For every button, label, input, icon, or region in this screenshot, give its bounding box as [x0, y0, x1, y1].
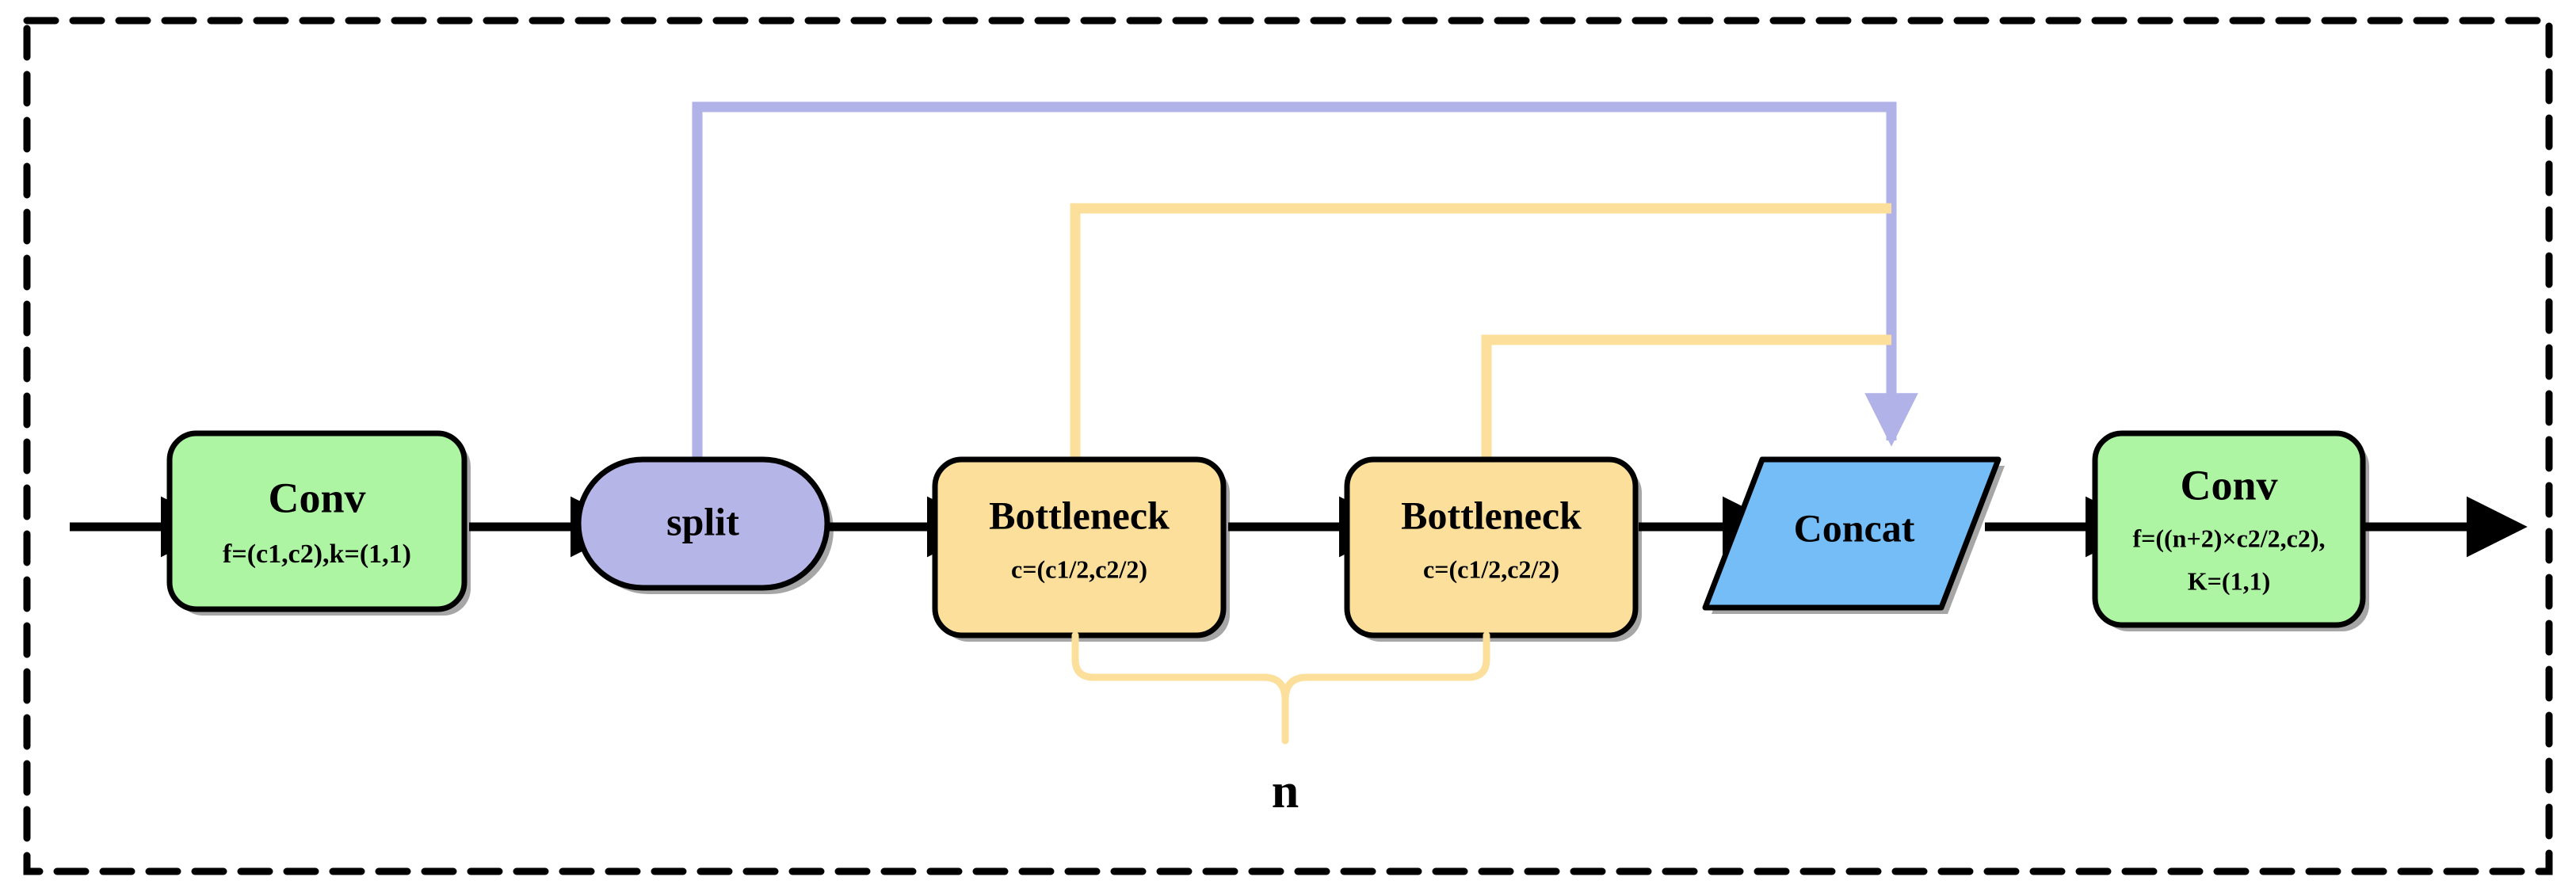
node-concat[interactable]: Concat [1702, 456, 2005, 614]
conv-out-params-line2: K=(1,1) [2188, 566, 2270, 595]
conv-out-params-line1: f=((n+2)×c2/2,c2), [2132, 524, 2325, 552]
split-title: split [666, 499, 739, 543]
skip-connection-bottleneck1-to-concat [1070, 203, 1891, 459]
skip-connection-bottleneck2-to-concat [1481, 334, 1891, 459]
conv-out-box [2092, 430, 2366, 628]
bottleneck-2-params: c=(c1/2,c2/2) [1423, 555, 1559, 583]
skip-connection-split-to-concat [692, 101, 1918, 466]
module-boundary [23, 17, 2553, 875]
bottleneck-1-title: Bottleneck [989, 493, 1170, 537]
conv-in-box [166, 430, 467, 612]
split-pill [575, 456, 830, 591]
repeat-count-label: n [1272, 764, 1299, 818]
conv-in-params: f=(c1,c2),k=(1,1) [223, 539, 411, 569]
repeat-brace [1071, 631, 1490, 704]
bottleneck-1-params: c=(c1/2,c2/2) [1011, 555, 1147, 583]
bottleneck-2-box [1344, 456, 1639, 639]
node-split[interactable]: split [575, 456, 834, 594]
bottleneck-2-title: Bottleneck [1401, 493, 1582, 537]
node-bottleneck-1[interactable]: Bottleneck c=(c1/2,c2/2) [932, 456, 1230, 642]
concat-title: Concat [1794, 505, 1915, 550]
conv-in-title: Conv [268, 474, 365, 521]
concat-parallelogram [1702, 456, 2002, 611]
node-bottleneck-2[interactable]: Bottleneck c=(c1/2,c2/2) [1344, 456, 1642, 642]
node-conv-out[interactable]: Conv f=((n+2)×c2/2,c2), K=(1,1) [2092, 430, 2369, 631]
conv-out-title: Conv [2180, 461, 2277, 509]
node-conv-in[interactable]: Conv f=(c1,c2),k=(1,1) [166, 430, 471, 616]
bottleneck-1-box [932, 456, 1227, 639]
